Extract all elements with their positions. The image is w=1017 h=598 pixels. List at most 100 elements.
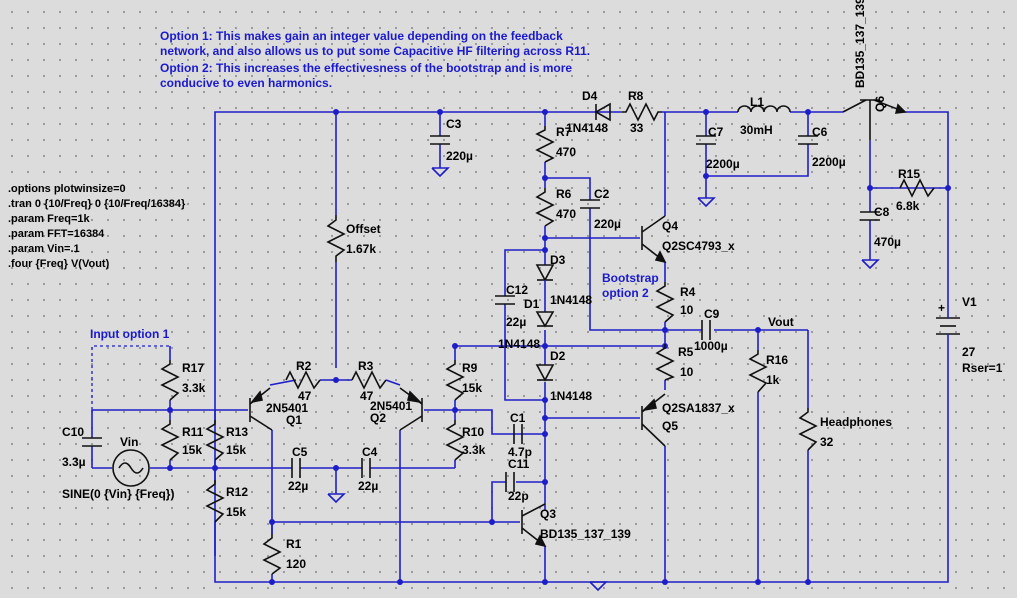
diode-d2[interactable]: D2 1N4148 bbox=[535, 349, 592, 403]
resistor-r2[interactable]: R2 47 bbox=[285, 359, 321, 403]
svg-text:R4: R4 bbox=[680, 285, 696, 299]
inductor-l1[interactable]: L1 30mH bbox=[737, 95, 791, 137]
svg-text:Q2SC4793_x: Q2SC4793_x bbox=[662, 239, 735, 253]
svg-text:C11: C11 bbox=[508, 457, 530, 471]
capacitor-c12[interactable]: C12 22µ bbox=[495, 283, 528, 329]
resistor-r6[interactable]: R6 470 bbox=[535, 187, 576, 227]
svg-text:470µ: 470µ bbox=[874, 235, 901, 249]
svg-text:1.67k: 1.67k bbox=[346, 242, 376, 256]
sine-source-vin[interactable]: Vin SINE(0 {Vin} {Freq}) bbox=[62, 435, 174, 501]
svg-text:+: + bbox=[938, 301, 945, 315]
capacitor-c3[interactable]: C3 220µ bbox=[430, 117, 473, 163]
svg-text:Bootstrap: Bootstrap bbox=[602, 271, 659, 285]
input-option-dashed-wire bbox=[91, 345, 170, 410]
svg-text:R1: R1 bbox=[286, 537, 302, 551]
transistor-q1[interactable]: 2N5401 Q1 bbox=[249, 387, 308, 431]
capacitor-c1[interactable]: C1 4.7p bbox=[508, 411, 532, 459]
transistor-q2[interactable]: 2N5401 Q2 bbox=[370, 387, 423, 431]
svg-text:22µ: 22µ bbox=[506, 315, 526, 329]
input-option-label: Input option 1 bbox=[90, 327, 170, 341]
transistor-q3[interactable]: Q3 BD135_137_139 bbox=[521, 503, 631, 548]
svg-text:D4: D4 bbox=[582, 89, 598, 103]
spice-directives: .options plotwinsize=0 .tran 0 {10/Freq}… bbox=[8, 183, 186, 270]
svg-text:.tran 0 {10/Freq} 0 {10/Freq/1: .tran 0 {10/Freq} 0 {10/Freq/16384} bbox=[8, 198, 186, 210]
resistor-r4[interactable]: R4 10 bbox=[655, 282, 696, 323]
svg-text:R11: R11 bbox=[182, 425, 204, 439]
svg-text:Q6: Q6 bbox=[873, 96, 887, 112]
resistor-r5[interactable]: R5 10 bbox=[655, 344, 694, 381]
svg-text:D3: D3 bbox=[550, 253, 566, 267]
svg-text:1N4148: 1N4148 bbox=[550, 389, 592, 403]
svg-text:C12: C12 bbox=[506, 283, 528, 297]
resistor-r12[interactable]: R12 15k bbox=[205, 480, 248, 523]
resistor-r7[interactable]: R7 470 bbox=[535, 125, 576, 163]
svg-text:D1: D1 bbox=[524, 297, 540, 311]
svg-text:R3: R3 bbox=[358, 359, 374, 373]
capacitor-c8[interactable]: C8 470µ bbox=[860, 205, 901, 249]
diode-d4[interactable]: D4 1N4148 bbox=[566, 89, 622, 135]
resistor-r16[interactable]: R16 1k bbox=[748, 350, 788, 393]
resistor-r9[interactable]: R9 15k bbox=[445, 360, 482, 401]
svg-text:1k: 1k bbox=[766, 373, 780, 387]
svg-text:R16: R16 bbox=[766, 353, 788, 367]
transistor-q5[interactable]: Q2SA1837_x Q5 bbox=[641, 393, 735, 447]
transistor-q6[interactable]: BD135_137_139 Q6 bbox=[842, 0, 907, 140]
resistor-r10[interactable]: R10 3.3k bbox=[445, 420, 486, 461]
svg-text:C7: C7 bbox=[708, 125, 724, 139]
capacitor-c4[interactable]: C4 22µ bbox=[358, 445, 378, 493]
svg-text:2N5401: 2N5401 bbox=[266, 401, 308, 415]
svg-text:3.3µ: 3.3µ bbox=[62, 455, 86, 469]
svg-text:SINE(0 {Vin} {Freq}): SINE(0 {Vin} {Freq}) bbox=[62, 487, 174, 501]
svg-text:R13: R13 bbox=[226, 425, 248, 439]
capacitor-c11[interactable]: C11 22p bbox=[505, 457, 530, 503]
capacitor-c9[interactable]: C9 1000µ bbox=[694, 307, 728, 353]
resistor-offset[interactable]: Offset 1.67k bbox=[326, 215, 381, 262]
svg-text:R9: R9 bbox=[462, 361, 478, 375]
resistor-r8[interactable]: R8 33 bbox=[622, 89, 662, 135]
svg-text:L1: L1 bbox=[750, 95, 764, 109]
svg-text:Q1: Q1 bbox=[286, 413, 302, 427]
svg-text:C6: C6 bbox=[812, 125, 828, 139]
svg-text:10: 10 bbox=[680, 303, 694, 317]
svg-text:R5: R5 bbox=[678, 345, 694, 359]
svg-text:Rser=1: Rser=1 bbox=[962, 361, 1003, 375]
svg-text:470: 470 bbox=[556, 207, 576, 221]
svg-text:2N5401: 2N5401 bbox=[370, 399, 412, 413]
svg-text:33: 33 bbox=[630, 121, 644, 135]
resistor-r13[interactable]: R13 15k bbox=[205, 420, 248, 461]
transistor-q4[interactable]: Q4 Q2SC4793_x bbox=[641, 215, 735, 264]
svg-text:22p: 22p bbox=[508, 489, 529, 503]
svg-text:3.3k: 3.3k bbox=[462, 443, 486, 457]
svg-text:15k: 15k bbox=[226, 443, 246, 457]
svg-text:BD135_137_139: BD135_137_139 bbox=[540, 527, 631, 541]
svg-text:220µ: 220µ bbox=[594, 217, 621, 231]
wires bbox=[91, 111, 949, 583]
resistor-r15[interactable]: R15 6.8k bbox=[896, 167, 935, 213]
svg-text:network, and also allows us to: network, and also allows us to put some … bbox=[160, 44, 590, 58]
resistor-r17[interactable]: R17 3.3k bbox=[160, 360, 206, 401]
resistor-r11[interactable]: R11 15k bbox=[160, 420, 204, 461]
svg-text:.param Freq=1k: .param Freq=1k bbox=[8, 213, 91, 225]
svg-text:R8: R8 bbox=[628, 89, 644, 103]
diode-d3[interactable]: D3 1N4148 bbox=[535, 253, 592, 307]
capacitor-c7[interactable]: C7 2200µ bbox=[696, 125, 740, 171]
svg-text:C2: C2 bbox=[594, 187, 610, 201]
svg-text:15k: 15k bbox=[182, 443, 202, 457]
resistor-r3[interactable]: R3 47 bbox=[351, 359, 387, 403]
svg-text:1N4148: 1N4148 bbox=[566, 121, 608, 135]
resistor-r1[interactable]: R1 120 bbox=[262, 534, 306, 575]
svg-text:15k: 15k bbox=[462, 381, 482, 395]
junctions bbox=[167, 109, 951, 585]
svg-text:R10: R10 bbox=[462, 425, 484, 439]
svg-text:R15: R15 bbox=[898, 167, 920, 181]
capacitor-c5[interactable]: C5 22µ bbox=[288, 445, 308, 493]
capacitor-c10[interactable]: C10 3.3µ bbox=[62, 425, 102, 469]
capacitor-c2[interactable]: C2 220µ bbox=[580, 187, 621, 231]
voltage-source-v1[interactable]: + V1 27 Rser=1 bbox=[936, 295, 1003, 375]
diode-d1[interactable]: D1 1N4148 bbox=[498, 297, 555, 351]
svg-text:Q2SA1837_x: Q2SA1837_x bbox=[662, 401, 735, 415]
resistor-headphones[interactable]: Headphones 32 bbox=[798, 408, 892, 451]
capacitor-c6[interactable]: C6 2200µ bbox=[798, 125, 846, 169]
net-label-vout: Vout bbox=[768, 315, 794, 329]
